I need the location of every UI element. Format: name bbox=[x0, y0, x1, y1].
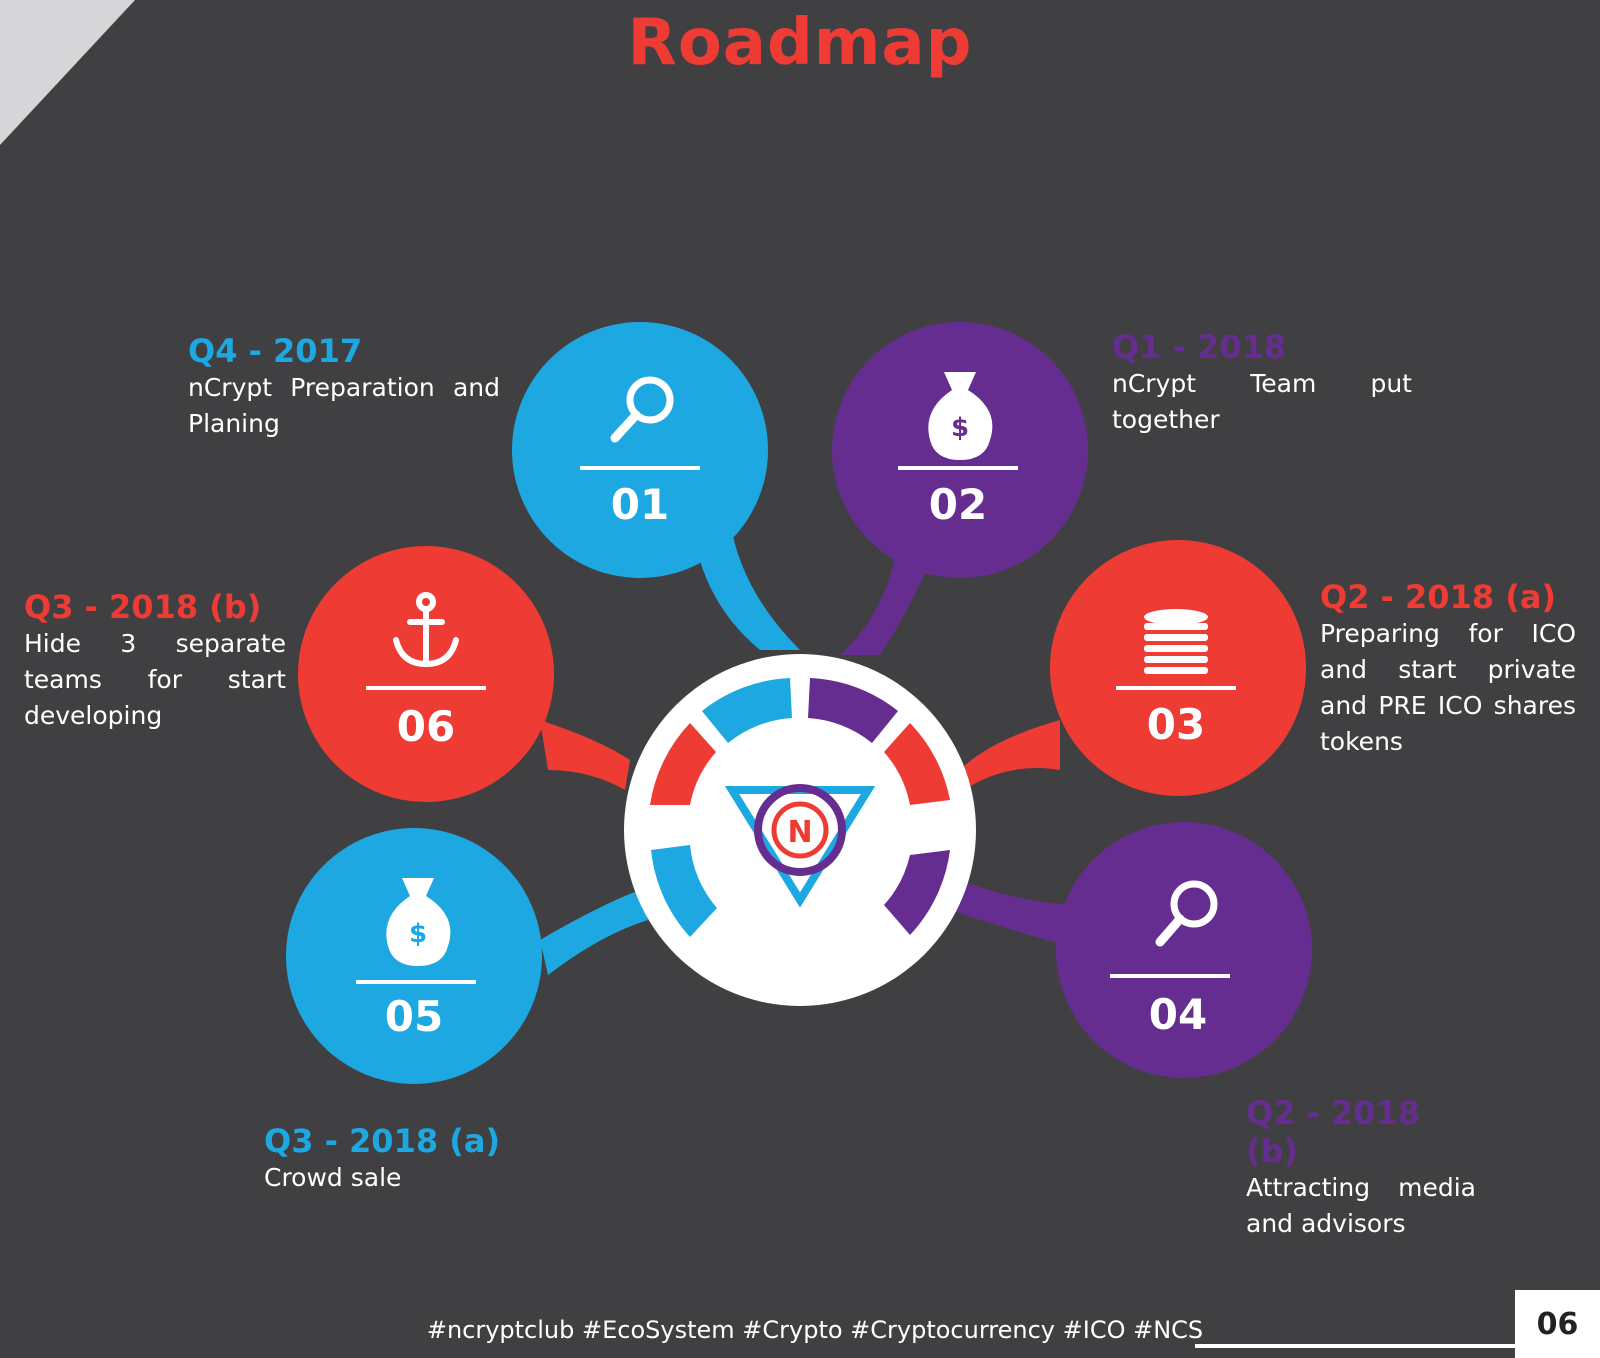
money-bag-icon: $ bbox=[928, 372, 993, 460]
phase-label-01: Q4 - 2017 nCrypt Preparation and Planing bbox=[188, 332, 500, 442]
phase-number-06: 06 bbox=[396, 702, 456, 751]
footer-hashtags: #ncryptclub #EcoSystem #Crypto #Cryptocu… bbox=[426, 1316, 1204, 1344]
phase-quarter: Q2 - 2018 (a) bbox=[1320, 578, 1557, 616]
phase-description: nCrypt Team put together bbox=[1112, 369, 1412, 434]
divider-04 bbox=[1110, 974, 1230, 978]
divider-03 bbox=[1116, 686, 1236, 690]
divider-02 bbox=[898, 466, 1018, 470]
phase-description: Crowd sale bbox=[264, 1163, 402, 1192]
phase-number-01: 01 bbox=[610, 480, 670, 529]
connector-03 bbox=[950, 720, 1060, 800]
search-icon bbox=[1155, 880, 1218, 947]
phase-description: Hide 3 separate teams for start developi… bbox=[24, 629, 286, 730]
phase-quarter: Q4 - 2017 bbox=[188, 332, 363, 370]
bubble-06 bbox=[298, 546, 554, 802]
svg-text:N: N bbox=[787, 815, 812, 850]
page-title: Roadmap bbox=[627, 6, 973, 80]
phase-label-02: Q1 - 2018 nCrypt Team put together bbox=[1112, 328, 1412, 438]
bubble-04 bbox=[1056, 822, 1312, 1078]
phase-description: nCrypt Preparation and Planing bbox=[188, 373, 500, 438]
phase-quarter: Q3 - 2018 (a) bbox=[264, 1122, 501, 1160]
phase-number-03: 03 bbox=[1146, 700, 1206, 749]
svg-text:$: $ bbox=[951, 413, 969, 443]
connector-05 bbox=[540, 890, 648, 975]
anchor-icon bbox=[393, 592, 459, 668]
connector-06 bbox=[540, 720, 630, 790]
connector-04 bbox=[950, 880, 1070, 945]
phase-label-05: Q3 - 2018 (a) Crowd sale bbox=[264, 1122, 564, 1196]
ncrypt-logo-icon: N bbox=[724, 784, 876, 908]
hub-segments bbox=[650, 678, 950, 937]
connector-01 bbox=[692, 520, 800, 650]
corner-fold bbox=[0, 0, 135, 145]
bubble-01 bbox=[512, 322, 768, 578]
phase-description: Preparing for ICO and start private and … bbox=[1320, 619, 1576, 756]
svg-text:$: $ bbox=[409, 919, 427, 949]
footer-divider bbox=[1195, 1344, 1515, 1348]
page-number: 06 bbox=[1515, 1290, 1600, 1358]
divider-01 bbox=[580, 466, 700, 470]
money-bag-icon: $ bbox=[386, 878, 451, 966]
phase-number-04: 04 bbox=[1148, 990, 1208, 1039]
divider-05 bbox=[356, 980, 476, 984]
coin-stack-icon bbox=[1144, 609, 1208, 674]
phase-label-06: Q3 - 2018 (b) Hide 3 separate teams for … bbox=[24, 588, 286, 734]
phase-description: Attracting media and advisors bbox=[1246, 1173, 1476, 1238]
divider-06 bbox=[366, 686, 486, 690]
phase-quarter: Q3 - 2018 (b) bbox=[24, 588, 262, 626]
phase-quarter: Q2 - 2018 (b) bbox=[1246, 1094, 1421, 1170]
phase-number-05: 05 bbox=[384, 992, 444, 1041]
search-icon bbox=[610, 376, 674, 443]
phase-label-03: Q2 - 2018 (a) Preparing for ICO and star… bbox=[1320, 578, 1576, 760]
phase-quarter: Q1 - 2018 bbox=[1112, 328, 1287, 366]
phase-label-04: Q2 - 2018 (b) Attracting media and advis… bbox=[1246, 1094, 1476, 1242]
phase-number-02: 02 bbox=[928, 480, 988, 529]
